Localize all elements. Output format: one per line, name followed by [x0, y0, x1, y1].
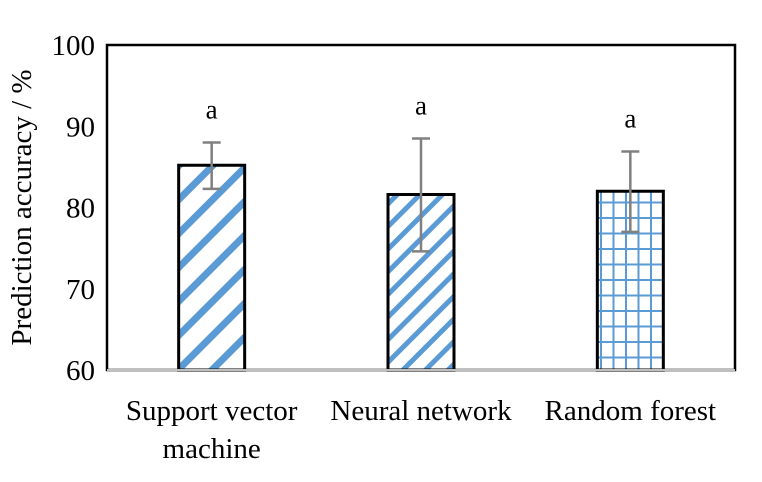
y-tick-label: 100 [52, 30, 96, 62]
significance-label: a [206, 95, 218, 125]
y-axis-title: Prediction accuracy / % [6, 69, 38, 345]
significance-label: a [415, 90, 427, 120]
category-label: Neural network [330, 395, 512, 427]
y-tick-label: 60 [66, 355, 95, 387]
y-tick-label: 80 [66, 193, 95, 225]
y-tick-label: 90 [66, 111, 95, 143]
category-label: Support vector [126, 395, 298, 427]
category-label: Random forest [545, 395, 717, 427]
significance-label: a [624, 103, 636, 133]
category-label: machine [163, 433, 261, 465]
y-tick-label: 70 [66, 274, 95, 306]
bar [177, 163, 247, 372]
